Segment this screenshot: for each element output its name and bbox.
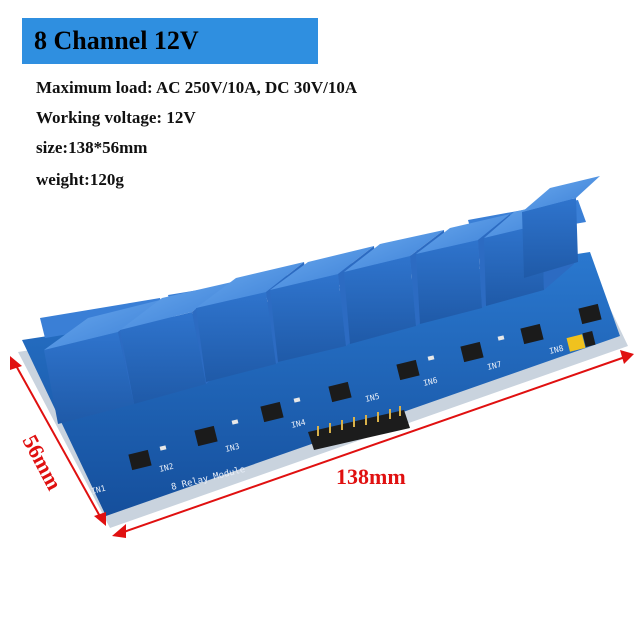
relays [44,176,600,424]
banner-title: 8 Channel 12V [34,26,199,55]
label-in2: IN2 [158,462,174,474]
pin-header [308,406,410,450]
jumper [566,330,596,352]
label-in4: IN4 [290,418,306,430]
spec-size: size:138*56mm [36,138,148,157]
label-in5: IN5 [364,392,380,404]
length-label: 138mm [336,464,406,489]
spec-weight: weight:120g [36,170,124,189]
spec-max-load: Maximum load: AC 250V/10A, DC 30V/10A [36,78,358,97]
label-in3: IN3 [224,442,240,454]
title-banner: 8 Channel 12V [22,18,318,64]
optocouplers [128,303,602,471]
spec-working-voltage: Working voltage: 12V [36,108,196,127]
relay-8 [522,176,600,278]
label-in1: IN1 [90,484,106,496]
dimension-width [10,356,106,526]
label-in8: IN8 [548,344,564,356]
input-labels: IN1 IN2 IN3 IN4 IN5 IN6 IN7 IN8 [90,344,564,496]
width-label: 56mm [18,431,68,495]
label-in7: IN7 [486,360,502,372]
smd-parts [159,335,505,451]
label-in6: IN6 [422,376,438,388]
dimension-length [112,350,634,538]
